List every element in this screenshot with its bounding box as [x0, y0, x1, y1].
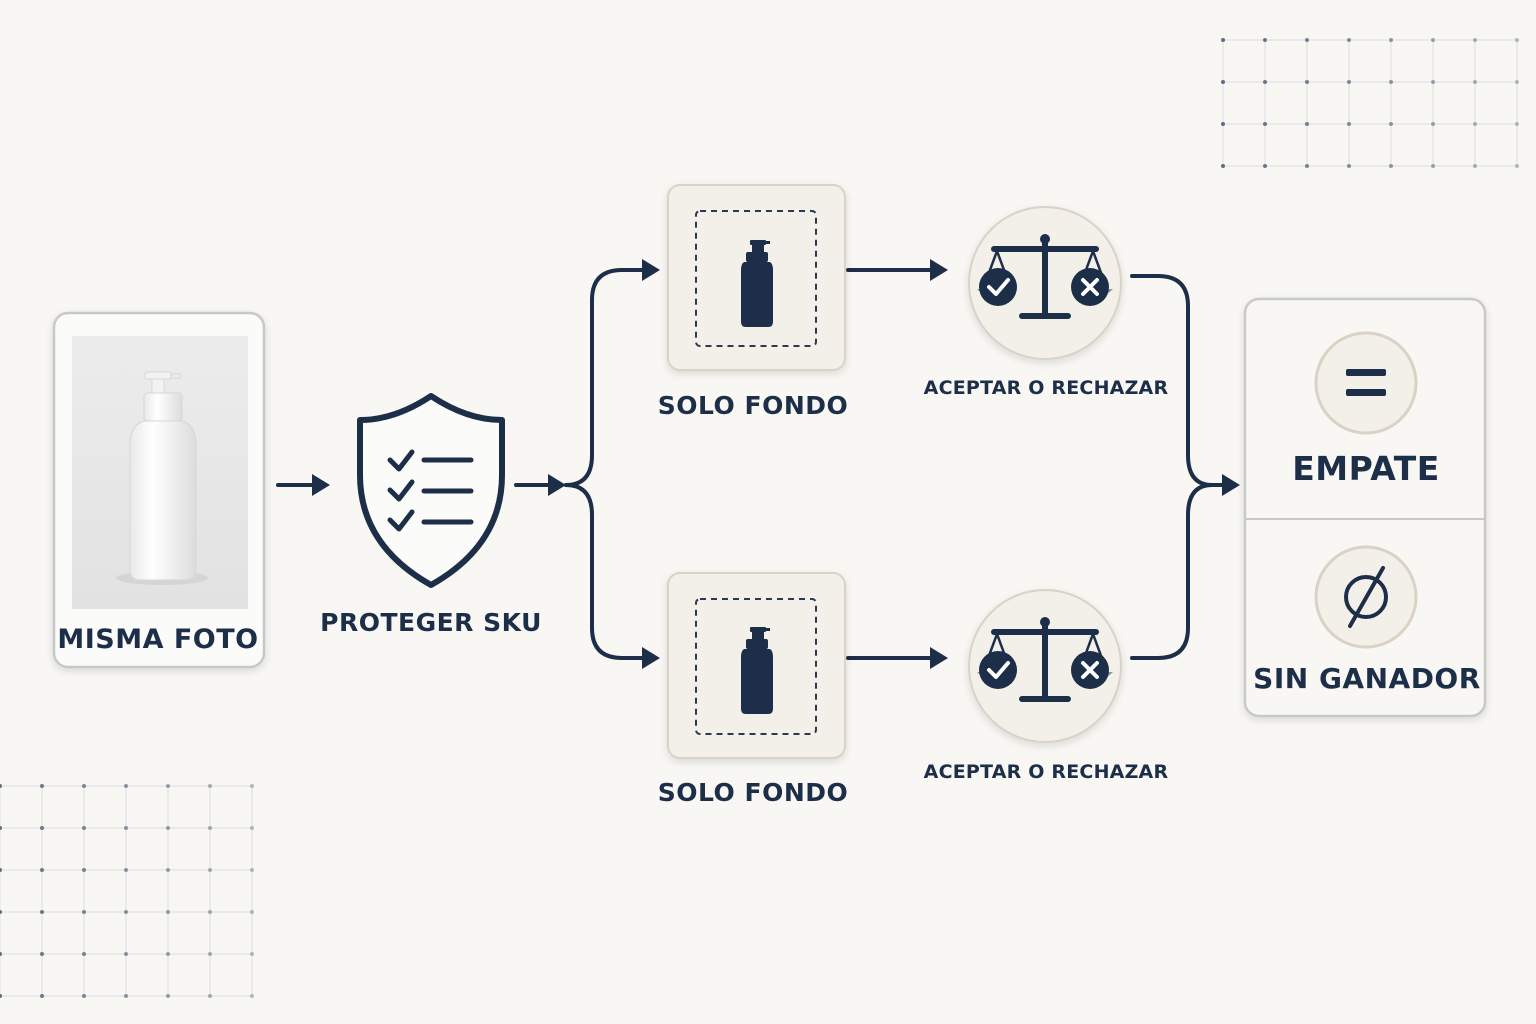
accept-check-icon	[979, 651, 1017, 689]
decorative-grid-top-right	[1221, 38, 1519, 168]
shield-label: PROTEGER SKU	[320, 608, 542, 637]
judge-label-bottom: ACEPTAR O RECHAZAR	[924, 761, 1169, 783]
judge-node-top: ACEPTAR O RECHAZAR	[924, 207, 1169, 399]
accept-check-icon	[979, 268, 1017, 306]
judge-node-bottom: ACEPTAR O RECHAZAR	[924, 590, 1169, 783]
judge-label-top: ACEPTAR O RECHAZAR	[924, 377, 1169, 399]
empty-set-icon	[1316, 547, 1416, 647]
arrow-split-to-bottom-edit	[566, 485, 646, 658]
source-photo-card: MISMA FOTO	[54, 313, 264, 667]
arrow-bottom-judge-to-outcome	[1132, 485, 1212, 658]
tie-label: EMPATE	[1292, 449, 1440, 488]
decorative-grid-bottom-left	[0, 784, 254, 998]
edit-label-top: SOLO FONDO	[658, 391, 849, 420]
source-photo-label: MISMA FOTO	[57, 624, 258, 655]
shield-step: PROTEGER SKU	[320, 396, 542, 637]
no-winner-label: SIN GANADOR	[1253, 662, 1481, 695]
edit-card-bottom: SOLO FONDO	[658, 573, 849, 807]
edit-card-top: SOLO FONDO	[658, 185, 849, 420]
edit-label-bottom: SOLO FONDO	[658, 778, 849, 807]
arrow-split-to-top-edit	[566, 270, 646, 485]
equals-icon	[1316, 333, 1416, 433]
reject-x-icon	[1071, 651, 1109, 689]
reject-x-icon	[1071, 268, 1109, 306]
outcome-card: EMPATE SIN GANADOR	[1245, 299, 1485, 716]
